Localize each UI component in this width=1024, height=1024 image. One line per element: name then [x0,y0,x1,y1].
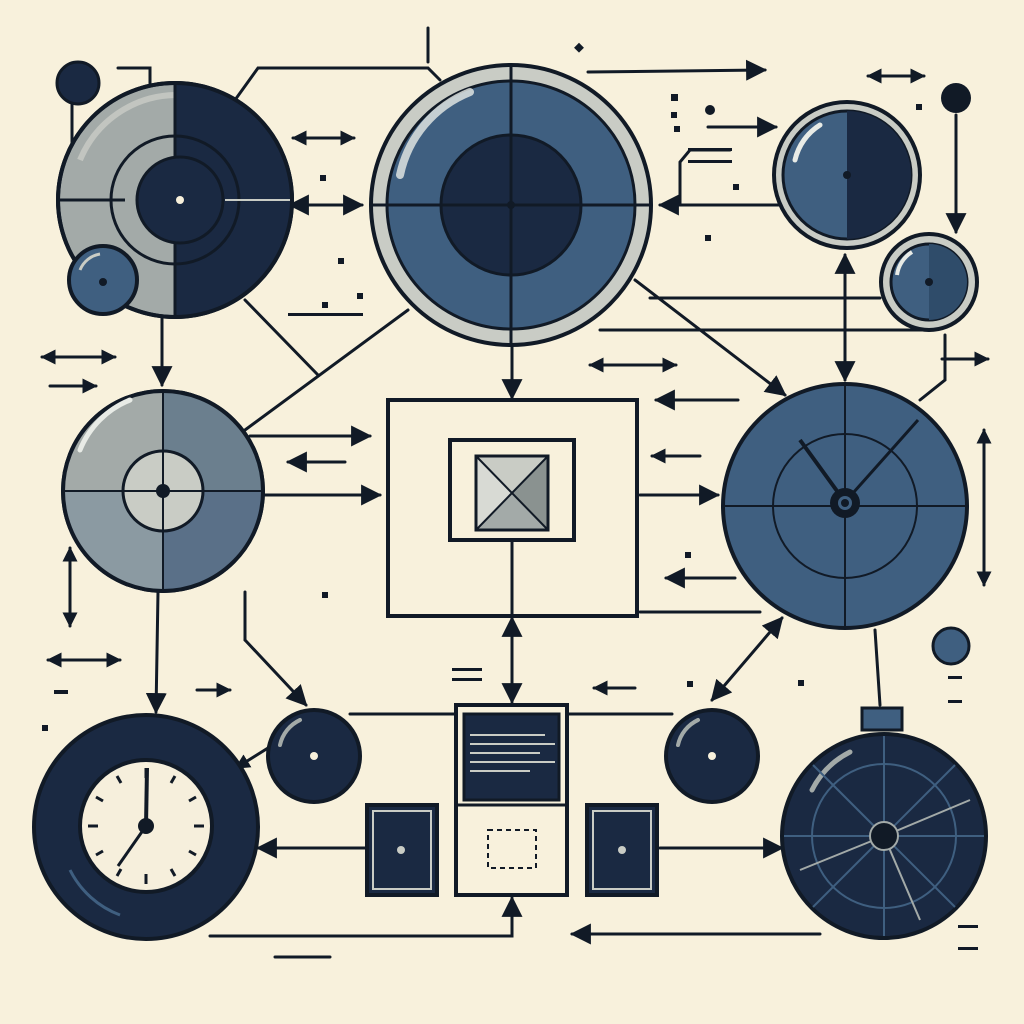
crosshair-dial-right[interactable] [721,382,969,630]
node-dot-icon [55,60,101,106]
orb-bottom-center-left[interactable] [266,708,362,804]
decorative-dots [42,42,978,950]
orb-bottom-center-right[interactable] [664,708,760,804]
monitor-module-bottom[interactable] [454,703,569,897]
large-lens-top-center[interactable] [369,63,653,347]
small-lens-top-right[interactable] [772,100,922,250]
gauge-disc-bottom-right[interactable] [780,706,988,940]
connector-lines [70,26,967,945]
node-dot-icon [941,83,971,113]
tiny-lens-right[interactable] [879,232,979,332]
small-module-left[interactable] [365,803,439,897]
central-processor-box[interactable] [386,398,639,618]
small-lens-top-left[interactable] [67,244,139,316]
clock-disc-bottom-left[interactable] [32,713,260,941]
segmented-disc-left[interactable] [61,389,265,593]
small-module-right[interactable] [585,803,659,897]
node-dot-icon [931,626,971,666]
